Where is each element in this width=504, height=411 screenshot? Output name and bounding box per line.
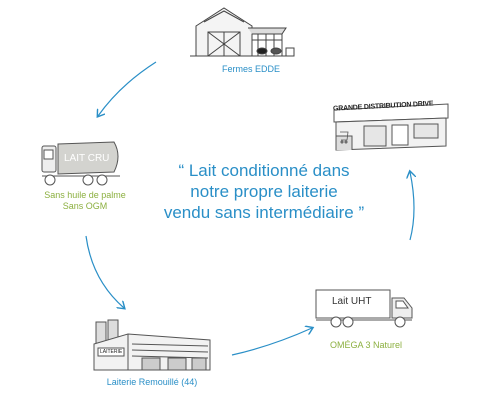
arrow-tanker-to-dairy: [85, 235, 124, 308]
quote-line-1: “ Lait conditionné dans: [178, 161, 350, 180]
quote-line-3: vendu sans intermédiaire ”: [163, 203, 365, 222]
farm-barn-icon: [190, 7, 295, 57]
tanker-sign: LAIT CRU: [64, 153, 110, 164]
tanker-label-line1: Sans huile de palme: [44, 190, 126, 200]
milk-tanker-icon: [41, 141, 120, 186]
dairy-factory-icon: [93, 319, 211, 371]
truck-label: OMÉGA 3 Naturel: [329, 340, 403, 350]
truck-sign: Lait UHT: [332, 296, 372, 307]
quote-line-2: notre propre laiterie: [190, 182, 338, 201]
arrow-dairy-to-truck: [231, 328, 312, 356]
supermarket-drive-icon: [333, 103, 449, 151]
farm-label: Fermes EDDE: [221, 64, 280, 74]
arrow-farm-to-tanker: [98, 61, 157, 116]
central-quote: “ Lait conditionné dans notre propre lai…: [134, 160, 394, 223]
arrow-truck-to-store: [410, 172, 414, 241]
uht-delivery-truck-icon: [315, 289, 413, 328]
tanker-label-line2: Sans OGM: [62, 201, 108, 211]
dairy-sign: LAITERIE: [100, 349, 123, 355]
dairy-label: Laiterie Remouillé (44): [106, 377, 198, 387]
